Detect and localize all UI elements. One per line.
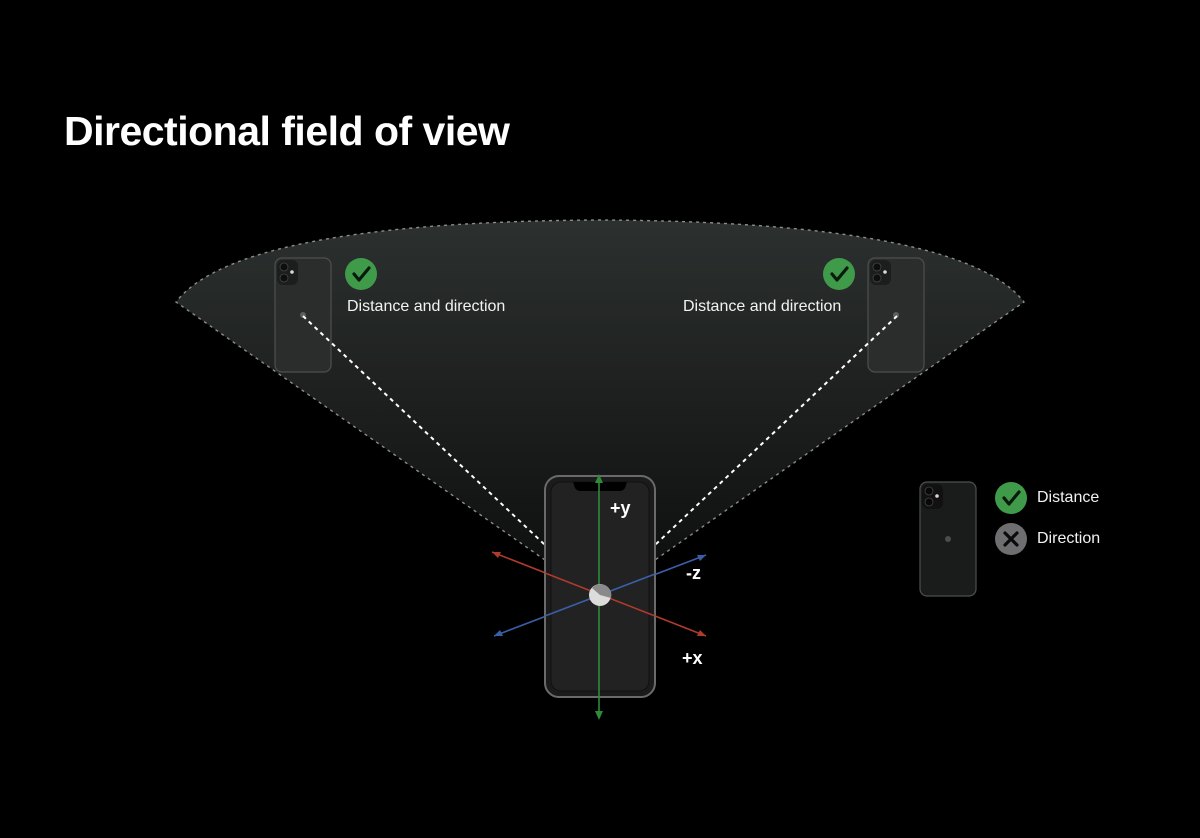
legend-direction-label: Direction: [1037, 530, 1101, 547]
z-axis-label: -z: [686, 563, 701, 583]
y-axis-label: +y: [610, 498, 631, 518]
left-device-iphone-back-icon: [274, 257, 332, 373]
legend-cross-icon: [995, 523, 1027, 555]
left-checkmark-icon: [345, 258, 377, 290]
x-axis-label: +x: [682, 648, 703, 668]
legend-device-iphone-back-icon: [919, 481, 977, 597]
right-checkmark-icon: [823, 258, 855, 290]
legend-checkmark-icon: [995, 482, 1027, 514]
right-device-iphone-back-icon: [867, 257, 925, 373]
right-device-label: Distance and direction: [683, 298, 842, 315]
left-device-label: Distance and direction: [347, 298, 506, 315]
legend-distance-label: Distance: [1037, 489, 1100, 506]
page-title: Directional field of view: [64, 108, 510, 154]
fov-cone: [174, 219, 1026, 561]
